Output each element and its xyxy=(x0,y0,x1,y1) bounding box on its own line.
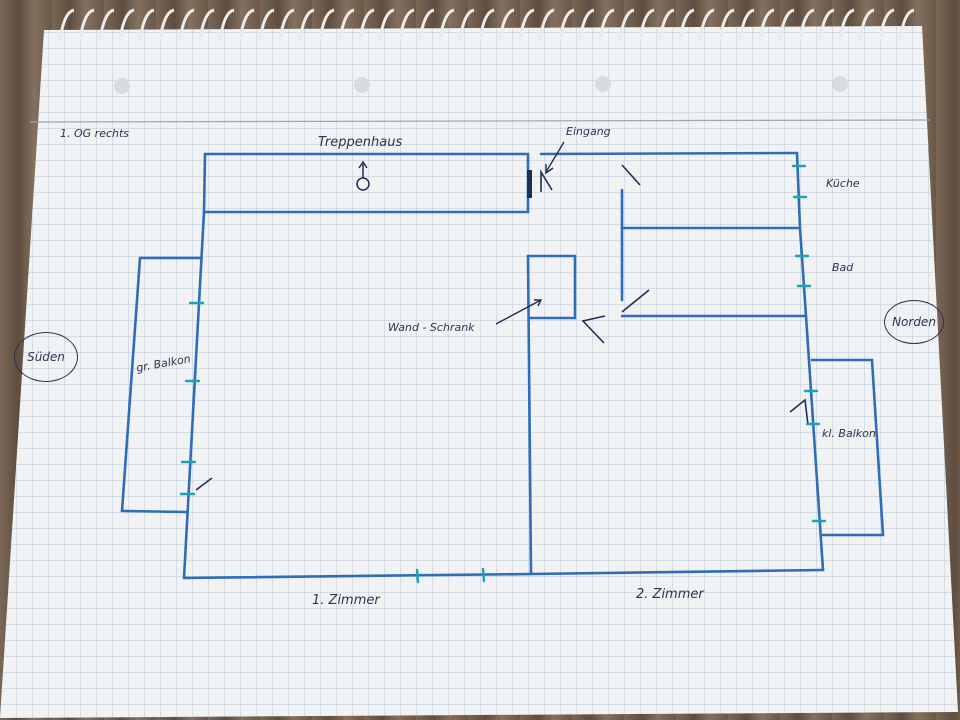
window-markers xyxy=(179,164,827,584)
punch-holes xyxy=(114,76,848,94)
small-balcony-label: kl. Balkon xyxy=(822,427,876,440)
right-wall xyxy=(795,151,825,572)
annotation-arrows xyxy=(495,141,565,325)
north-compass-label: Norden xyxy=(884,300,944,344)
paper-grid xyxy=(0,26,958,718)
room2-label: 2. Zimmer xyxy=(636,587,704,602)
entrance-door-block xyxy=(527,170,532,198)
left-wall xyxy=(182,210,206,580)
closet-outline xyxy=(526,254,577,320)
spiral-binding xyxy=(58,8,915,41)
closet-label: Wand - Schrank xyxy=(388,321,475,334)
north-label: Norden xyxy=(892,315,936,329)
room-divider-wall xyxy=(526,254,533,576)
bathroom-label: Bad xyxy=(832,261,854,274)
floor-label: 1. OG rechts xyxy=(60,127,130,140)
stairwell-label: Treppenhaus xyxy=(318,135,403,150)
small-balcony-outline xyxy=(810,358,885,537)
stairwell-symbol xyxy=(356,160,370,191)
floor-plan-walls xyxy=(120,151,885,580)
room1-label: 1. Zimmer xyxy=(312,593,380,608)
large-balcony-outline xyxy=(120,256,202,514)
south-compass-label: Süden xyxy=(14,332,78,382)
south-label: Süden xyxy=(27,350,65,364)
entrance-label: Eingang xyxy=(566,125,611,138)
kitchen-label: Küche xyxy=(826,177,860,190)
margin-line xyxy=(29,119,931,123)
stairwell-outline xyxy=(202,152,530,214)
top-wall-right xyxy=(539,151,799,156)
door-swings xyxy=(195,164,809,491)
